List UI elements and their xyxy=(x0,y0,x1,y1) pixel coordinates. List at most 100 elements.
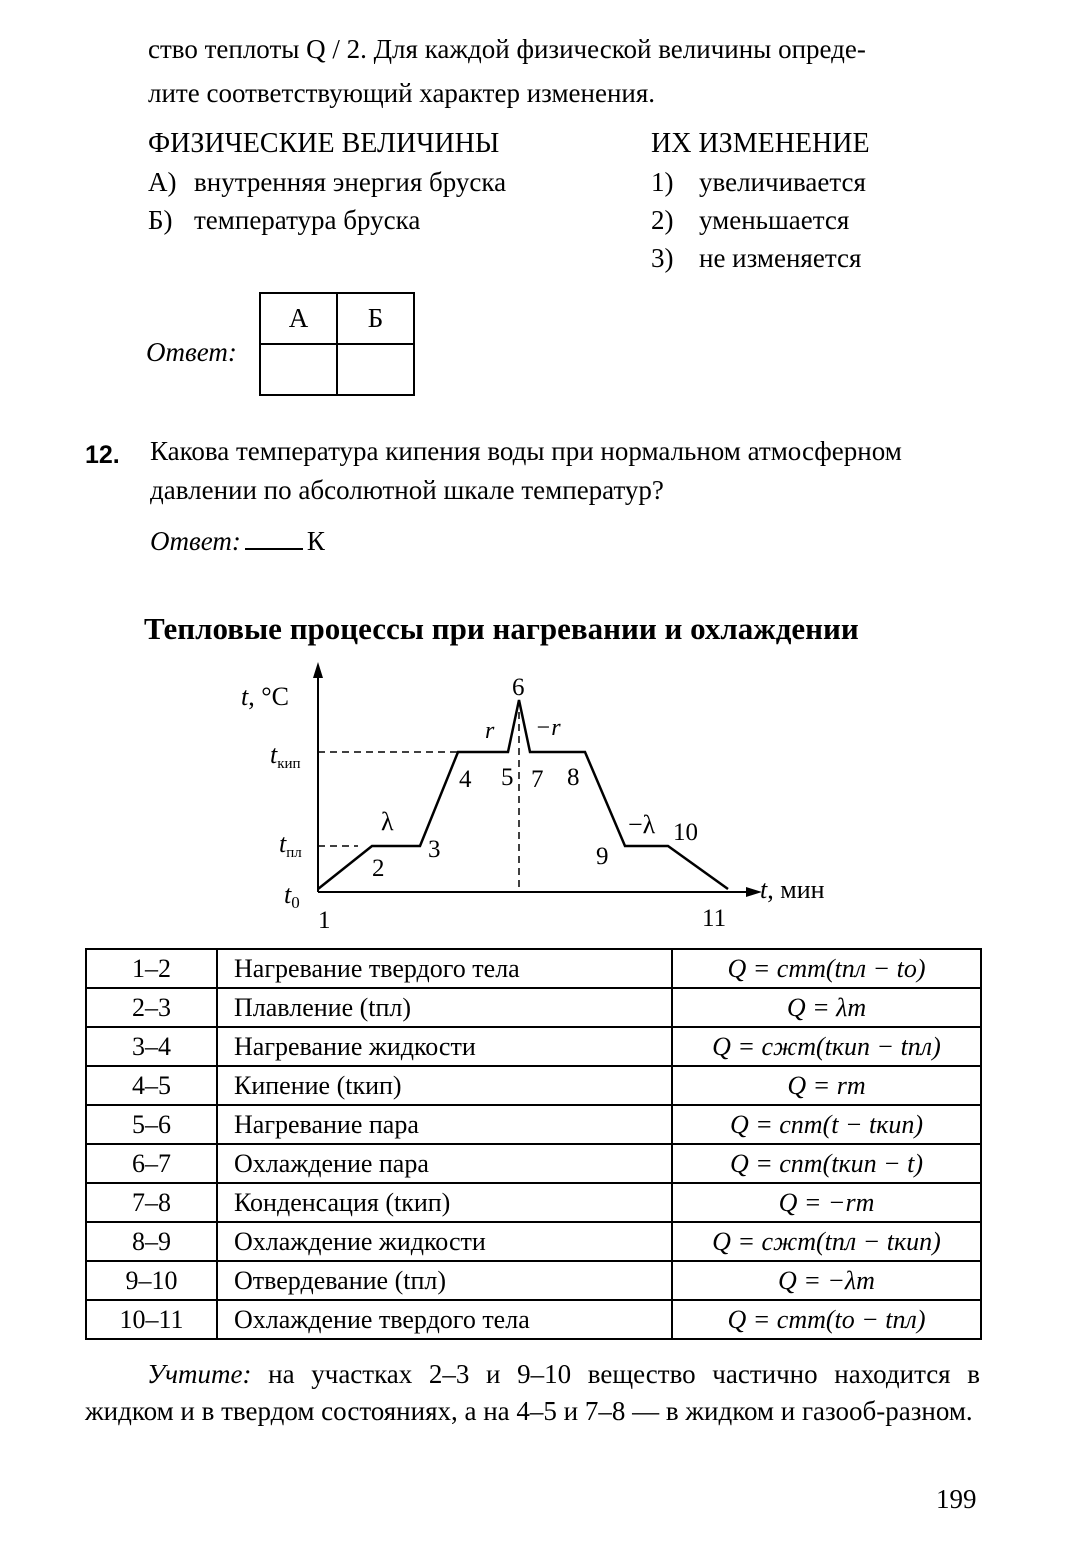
segment-cell: 5–6 xyxy=(85,1104,218,1145)
process-name-cell-text: Охлаждение жидкости xyxy=(234,1226,486,1256)
right-item-1-num: 1) xyxy=(651,167,674,197)
answer-label-11: Ответ: xyxy=(146,337,237,367)
left-header: ФИЗИЧЕСКИЕ ВЕЛИЧИНЫ xyxy=(148,128,500,159)
process-name-cell: Охлаждение жидкости xyxy=(216,1221,673,1262)
right-header: ИХ ИЗМЕНЕНИЕ xyxy=(651,128,870,159)
intro-line-2: лите соответствующий характер изменения. xyxy=(148,78,656,108)
note-label: Учтите: xyxy=(147,1359,252,1389)
t-melt-label: tпл xyxy=(279,829,302,861)
formula-cell: Q = −λm xyxy=(671,1260,982,1301)
x-axis-arrow-icon xyxy=(746,887,762,897)
formula-cell-text: Q = cжm(tпл − tкип) xyxy=(712,1226,941,1256)
formula-cell: Q = cпm(tкип − t) xyxy=(671,1143,982,1184)
question-12-answer-row: Ответ:К xyxy=(150,526,325,557)
process-name-cell: Нагревание жидкости xyxy=(216,1026,673,1067)
point-label-4: 4 xyxy=(459,766,472,793)
x-axis-label: t, мин xyxy=(760,875,825,904)
formula-cell: Q = cтm(tпл − to) xyxy=(671,948,982,989)
note-text: на участках 2–3 и 9–10 вещество частично… xyxy=(85,1359,980,1426)
segment-cell-text: 10–11 xyxy=(119,1304,184,1334)
point-label-6: 6 xyxy=(512,674,525,701)
process-name-cell-text: Нагревание твердого тела xyxy=(234,953,520,983)
left-item-a-text: внутренняя энергия бруска xyxy=(194,167,507,197)
process-name-cell: Охлаждение твердого тела xyxy=(216,1299,673,1340)
segment-cell-text: 5–6 xyxy=(132,1109,171,1139)
process-name-cell-text: Конденсация (tкип) xyxy=(234,1187,451,1217)
process-name-cell-text: Охлаждение твердого тела xyxy=(234,1304,530,1334)
minus-lambda-label: −λ xyxy=(628,810,656,839)
question-12-number: 12. xyxy=(85,441,120,469)
process-name-cell: Отвердевание (tпл) xyxy=(216,1260,673,1301)
note-paragraph: Учтите: на участках 2–3 и 9–10 вещество … xyxy=(85,1356,980,1430)
point-label-8: 8 xyxy=(567,764,580,791)
right-item-1-text: увеличивается xyxy=(699,167,866,197)
formula-cell-text: Q = −rm xyxy=(778,1187,875,1217)
segment-cell-text: 3–4 xyxy=(132,1031,171,1061)
t0-label: t0 xyxy=(284,880,300,912)
answer-cell-b[interactable] xyxy=(336,343,415,396)
right-item-2-text: уменьшается xyxy=(699,205,850,235)
process-name-cell-text: Нагревание жидкости xyxy=(234,1031,476,1061)
table-row: 10–11 Охлаждение твердого тела Q = cтm(to … xyxy=(85,1299,982,1340)
formula-cell-text: Q = cжm(tкип − tпл) xyxy=(712,1031,941,1061)
process-name-cell: Нагревание твердого тела xyxy=(216,948,673,989)
temperature-curve xyxy=(317,699,729,891)
formula-cell: Q = cжm(tкип − tпл) xyxy=(671,1026,982,1067)
segment-cell: 6–7 xyxy=(85,1143,218,1184)
process-name-cell: Охлаждение пара xyxy=(216,1143,673,1184)
segment-cell: 7–8 xyxy=(85,1182,218,1223)
y-axis-arrow-icon xyxy=(313,662,323,678)
formula-cell-text: Q = −λm xyxy=(778,1265,875,1295)
answer-cell-a[interactable] xyxy=(259,343,338,396)
answer-blank-12[interactable] xyxy=(244,526,303,550)
process-table: 1–2 Нагревание твердого тела Q = cтm(tпл −… xyxy=(85,948,982,1340)
table-row: 7–8 Конденсация (tкип) Q = −rm xyxy=(85,1182,982,1223)
y-axis-label: t, °C xyxy=(241,682,289,711)
segment-cell-text: 2–3 xyxy=(132,992,171,1022)
answer-col-a-header: А xyxy=(259,292,338,345)
question-12-line-2: давлении по абсолютной шкале температур? xyxy=(150,475,664,505)
left-item-b-letter: Б) xyxy=(148,205,173,235)
left-item-b-text: температура бруска xyxy=(194,205,421,235)
segment-cell-text: 1–2 xyxy=(132,953,171,983)
table-row: 8–9 Охлаждение жидкости Q = cжm(tпл − tкип… xyxy=(85,1221,982,1262)
process-name-cell-text: Плавление (tпл) xyxy=(234,992,412,1022)
process-name-cell: Плавление (tпл) xyxy=(216,987,673,1028)
formula-cell: Q = −rm xyxy=(671,1182,982,1223)
point-label-3: 3 xyxy=(428,836,441,863)
process-name-cell-text: Охлаждение пара xyxy=(234,1148,429,1178)
formula-cell: Q = cтm(to − tпл) xyxy=(671,1299,982,1340)
segment-cell-text: 8–9 xyxy=(132,1226,171,1256)
point-label-5: 5 xyxy=(501,764,514,791)
formula-cell: Q = cжm(tпл − tкип) xyxy=(671,1221,982,1262)
intro-line-1: ство теплоты Q / 2. Для каждой физическо… xyxy=(148,34,866,64)
segment-cell: 2–3 xyxy=(85,987,218,1028)
table-row: 2–3 Плавление (tпл) Q = λm xyxy=(85,987,982,1028)
point-label-9: 9 xyxy=(596,843,609,870)
page-number: 199 xyxy=(936,1484,977,1514)
segment-cell: 4–5 xyxy=(85,1065,218,1106)
formula-cell-text: Q = λm xyxy=(786,992,867,1022)
right-item-3-num: 3) xyxy=(651,243,674,273)
formula-cell-text: Q = cтm(to − tпл) xyxy=(727,1304,926,1334)
formula-cell-text: Q = cпm(t − tкип) xyxy=(729,1109,924,1139)
process-name-cell-text: Отвердевание (tпл) xyxy=(234,1265,446,1295)
section-title: Тепловые процессы при нагревании и охлаж… xyxy=(144,611,859,646)
segment-cell-text: 4–5 xyxy=(132,1070,171,1100)
formula-cell-text: Q = cпm(tкип − t) xyxy=(729,1148,924,1178)
table-row: 4–5 Кипение (tкип) Q = rm xyxy=(85,1065,982,1106)
r-label: r xyxy=(485,718,495,744)
process-name-cell-text: Кипение (tкип) xyxy=(234,1070,402,1100)
left-item-a-letter: А) xyxy=(148,167,177,197)
answer-table-11: А Б xyxy=(259,292,415,396)
process-name-cell: Кипение (tкип) xyxy=(216,1065,673,1106)
process-name-cell: Конденсация (tкип) xyxy=(216,1182,673,1223)
segment-cell: 1–2 xyxy=(85,948,218,989)
formula-cell: Q = cпm(t − tкип) xyxy=(671,1104,982,1145)
segment-cell-text: 9–10 xyxy=(125,1265,178,1295)
formula-cell: Q = rm xyxy=(671,1065,982,1106)
formula-cell-text: Q = rm xyxy=(787,1070,866,1100)
table-row: 3–4 Нагревание жидкости Q = cжm(tкип − tпл… xyxy=(85,1026,982,1067)
